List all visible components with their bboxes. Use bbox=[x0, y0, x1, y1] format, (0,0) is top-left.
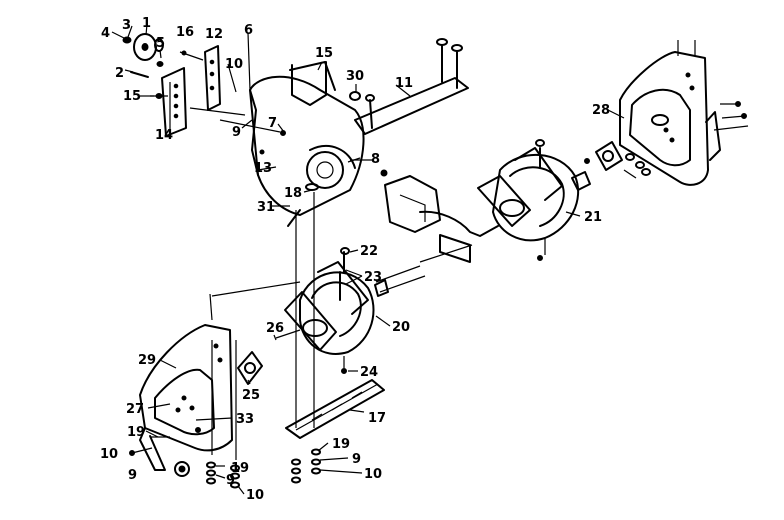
callout-18: 18 bbox=[284, 186, 302, 201]
scraper-bar bbox=[285, 379, 385, 439]
callout-31: 31 bbox=[257, 200, 275, 215]
leader-lines bbox=[111, 23, 625, 495]
callout-23: 23 bbox=[364, 270, 382, 285]
bearing-flange-left bbox=[237, 351, 263, 385]
support-plate bbox=[179, 45, 221, 111]
hardware-stack-left bbox=[206, 461, 240, 489]
callout-15-chute: 15 bbox=[315, 46, 333, 61]
callout-12: 12 bbox=[205, 27, 223, 42]
callout-27: 27 bbox=[126, 402, 144, 417]
side-panel-right bbox=[619, 40, 749, 186]
pulley-assembly bbox=[122, 33, 168, 99]
callout-10-mid: 10 bbox=[246, 488, 264, 503]
callout-3: 3 bbox=[122, 18, 131, 33]
callout-11: 11 bbox=[395, 76, 413, 91]
callout-30: 30 bbox=[346, 69, 364, 84]
callout-2: 2 bbox=[115, 66, 124, 81]
callout-14: 14 bbox=[155, 128, 173, 143]
callout-24: 24 bbox=[360, 365, 378, 380]
callout-5: 5 bbox=[156, 36, 165, 51]
auger-right bbox=[477, 139, 591, 261]
hardware-stack-right bbox=[291, 448, 321, 484]
callout-33: 33 bbox=[236, 412, 254, 427]
mounting-bracket bbox=[161, 67, 187, 137]
callout-26: 26 bbox=[266, 321, 284, 336]
callout-10-top: 10 bbox=[225, 57, 243, 72]
blower-housing bbox=[249, 61, 388, 227]
callout-9-top: 9 bbox=[232, 125, 241, 140]
auger-left bbox=[284, 247, 389, 374]
gearbox-shaft bbox=[375, 175, 499, 293]
callout-21: 21 bbox=[584, 210, 602, 225]
callout-19-right: 19 bbox=[332, 437, 350, 452]
callout-29: 29 bbox=[138, 353, 156, 368]
callout-9-right: 9 bbox=[352, 452, 361, 467]
callout-17: 17 bbox=[368, 411, 386, 426]
frame-bar bbox=[354, 38, 469, 135]
callout-19-left: 19 bbox=[127, 425, 145, 440]
callout-22: 22 bbox=[360, 244, 378, 259]
callout-1: 1 bbox=[142, 16, 151, 31]
callout-20: 20 bbox=[392, 320, 410, 335]
callout-25: 25 bbox=[242, 388, 260, 403]
callout-16: 16 bbox=[176, 25, 194, 40]
callout-6: 6 bbox=[244, 23, 253, 38]
callout-10-left: 10 bbox=[100, 447, 118, 462]
bearing-flange-right bbox=[584, 141, 651, 179]
assembly-axis-lines bbox=[189, 107, 315, 460]
callout-9-left: 9 bbox=[128, 468, 137, 483]
callout-9-mid: 9 bbox=[226, 473, 235, 488]
callout-4: 4 bbox=[101, 26, 110, 41]
callout-7: 7 bbox=[268, 116, 277, 131]
side-panel-left bbox=[129, 324, 233, 477]
callout-19-mid: 19 bbox=[231, 461, 249, 476]
callouts: 1 2 3 4 5 6 7 8 9 10 11 12 13 14 15 15 1… bbox=[100, 16, 610, 503]
callout-10-right: 10 bbox=[364, 467, 382, 482]
callout-15-left: 15 bbox=[123, 89, 141, 104]
callout-8: 8 bbox=[371, 152, 380, 167]
callout-13: 13 bbox=[254, 161, 272, 176]
callout-28: 28 bbox=[592, 103, 610, 118]
